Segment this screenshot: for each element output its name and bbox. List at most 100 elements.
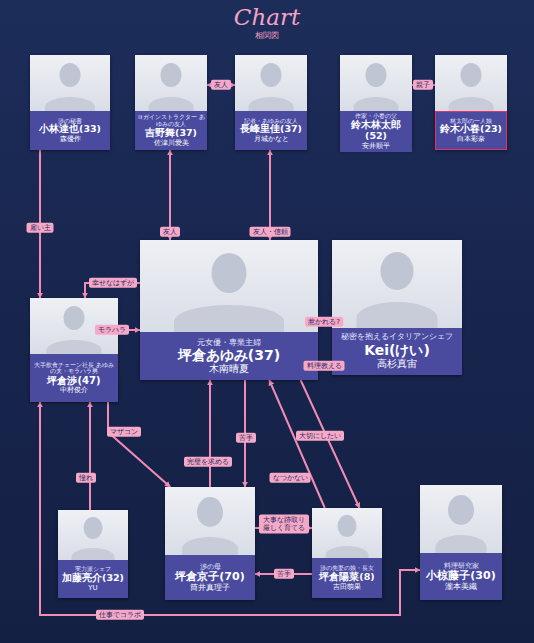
portrait-body xyxy=(326,546,369,558)
portrait-body xyxy=(72,548,115,560)
node-role: 秘密を抱えるイタリアンシェフ xyxy=(341,333,453,342)
portrait-body xyxy=(182,537,238,555)
name-plate: 渉の先妻の娘・長女坪倉陽菜(8)吉田萌果 xyxy=(312,558,382,598)
chart-title: Chart xyxy=(0,4,534,30)
portrait-placeholder xyxy=(312,508,382,558)
portrait-head xyxy=(212,253,247,293)
portrait-placeholder xyxy=(420,485,502,553)
relation-label: 大事な跡取り 厳しく育てる xyxy=(259,515,309,534)
relation-label: 仕事でコラボ xyxy=(96,610,144,620)
name-plate: 大手飲食チェーン社長 あゆみの夫・モラハラ男坪倉渉(47)中村俊介 xyxy=(30,354,118,402)
relation-label: なつかない xyxy=(270,473,311,483)
node-actor: 瀧本美織 xyxy=(445,582,477,591)
relation-label: 料理教える xyxy=(304,361,345,371)
relation-connector xyxy=(209,380,211,487)
character-card: 記者・あゆみの友人長峰里佳(37)月城かなと xyxy=(235,55,307,150)
node-role: 渉の母 xyxy=(200,563,221,571)
portrait-head xyxy=(261,63,282,87)
character-card: 渉の秘書小林達也(33)森優作 xyxy=(30,55,110,150)
relation-label: 幸せなはずが xyxy=(89,278,137,288)
relation-connector xyxy=(89,402,91,510)
relation-label: モラハラ xyxy=(95,325,129,335)
character-card: 林太郎の一人娘鈴木小春(23)白本彩奈 xyxy=(435,55,507,150)
portrait-placeholder xyxy=(332,240,462,328)
portrait-body xyxy=(357,302,438,328)
relation-label: 友人・信頼 xyxy=(250,227,291,237)
node-actor: YU xyxy=(88,584,97,592)
portrait-head xyxy=(84,517,103,539)
node-role: ヨガインストラクター あゆみの友人 xyxy=(137,114,205,128)
node-name: 鈴木林太郎(52) xyxy=(342,120,410,142)
relation-label: 雇い主 xyxy=(27,223,54,233)
portrait-placeholder xyxy=(435,55,507,111)
node-name: Kei(けい) xyxy=(364,342,430,358)
node-actor: 吉田萌果 xyxy=(333,583,361,591)
portrait-placeholder xyxy=(58,510,128,560)
node-actor: 筒井真理子 xyxy=(190,583,230,592)
node-actor: 中村俊介 xyxy=(60,386,88,394)
relation-label: マザコン xyxy=(107,427,141,437)
portrait-placeholder xyxy=(135,55,207,111)
name-plate: 林太郎の一人娘鈴木小春(23)白本彩奈 xyxy=(435,111,507,150)
portrait-body xyxy=(436,535,487,553)
character-card: ヨガインストラクター あゆみの友人吉野舞(37)佐津川愛美 xyxy=(135,55,207,150)
node-role: 大手飲食チェーン社長 あゆみの夫・モラハラ男 xyxy=(32,362,116,375)
character-card: 大手飲食チェーン社長 あゆみの夫・モラハラ男坪倉渉(47)中村俊介 xyxy=(30,298,118,402)
node-actor: 佐津川愛美 xyxy=(154,139,189,147)
character-card: 作家・小春の父鈴木林太郎(52)安井順平 xyxy=(340,55,412,150)
portrait-placeholder xyxy=(140,240,318,332)
portrait-head xyxy=(60,63,81,87)
portrait-body xyxy=(249,97,294,111)
relation-label: 友人 xyxy=(211,80,231,90)
relation-connector xyxy=(108,402,170,487)
node-actor: 高杉真宙 xyxy=(377,358,417,370)
portrait-head xyxy=(161,63,182,87)
node-role: 料理研究家 xyxy=(444,562,479,570)
node-role: 林太郎の一人娘 xyxy=(450,118,492,125)
node-name: 坪倉あゆみ(37) xyxy=(178,347,280,363)
character-card: 元女優・専業主婦坪倉あゆみ(37)木南晴夏 xyxy=(140,240,318,380)
character-card: 秘密を抱えるイタリアンシェフKei(けい)高杉真宙 xyxy=(332,240,462,375)
relation-label: 親子 xyxy=(413,80,433,90)
name-plate: 料理研究家小椋藤子(30)瀧本美織 xyxy=(420,553,502,600)
relation-connector xyxy=(40,402,420,615)
portrait-body xyxy=(47,340,102,354)
node-name: 鈴木小春(23) xyxy=(440,124,502,135)
node-actor: 白本彩奈 xyxy=(457,135,485,143)
node-role: 作家・小春の父 xyxy=(355,113,397,120)
relation-label: 苦手 xyxy=(274,569,294,579)
node-name: 加藤亮介(32) xyxy=(62,573,124,584)
name-plate: 秘密を抱えるイタリアンシェフKei(けい)高杉真宙 xyxy=(332,328,462,375)
portrait-placeholder xyxy=(165,487,255,555)
node-role: 元女優・専業主婦 xyxy=(197,338,261,347)
node-name: 坪倉渉(47) xyxy=(47,375,100,387)
node-name: 坪倉京子(70) xyxy=(175,571,244,584)
node-name: 長峰里佳(37) xyxy=(240,124,302,135)
portrait-placeholder xyxy=(235,55,307,111)
character-card: 渉の先妻の娘・長女坪倉陽菜(8)吉田萌果 xyxy=(312,508,382,598)
name-plate: 実力派シェフ加藤亮介(32)YU xyxy=(58,560,128,598)
character-card: 実力派シェフ加藤亮介(32)YU xyxy=(58,510,128,598)
node-role: 記者・あゆみの友人 xyxy=(244,118,298,125)
portrait-body xyxy=(45,97,95,111)
character-card: 渉の母坪倉京子(70)筒井真理子 xyxy=(165,487,255,600)
node-role: 実力派シェフ xyxy=(75,566,111,573)
portrait-body xyxy=(354,97,399,111)
relation-label: 惹かれる? xyxy=(305,317,343,327)
portrait-body xyxy=(149,97,194,111)
relation-label: 苦手 xyxy=(236,433,256,443)
portrait-head xyxy=(338,515,357,537)
relation-connector xyxy=(269,380,325,508)
node-name: 吉野舞(37) xyxy=(145,128,197,139)
portrait-head xyxy=(64,306,85,330)
node-name: 小林達也(33) xyxy=(39,124,101,135)
character-card: 料理研究家小椋藤子(30)瀧本美織 xyxy=(420,485,502,600)
relation-connector xyxy=(301,380,360,508)
relation-label: 完璧を求める xyxy=(184,457,232,467)
name-plate: 渉の秘書小林達也(33)森優作 xyxy=(30,111,110,150)
node-actor: 月城かなと xyxy=(254,135,289,143)
portrait-placeholder xyxy=(30,55,110,111)
name-plate: 記者・あゆみの友人長峰里佳(37)月城かなと xyxy=(235,111,307,150)
portrait-placeholder xyxy=(340,55,412,111)
